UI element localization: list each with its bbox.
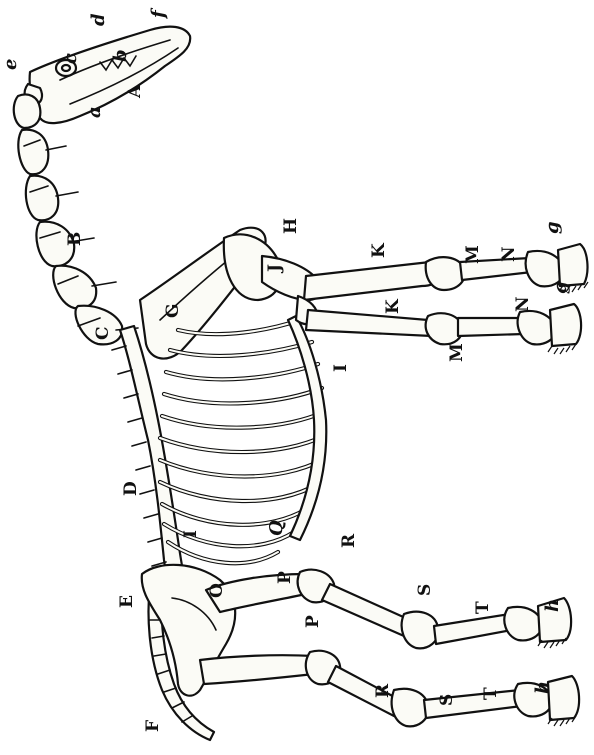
label-P-far: P	[303, 615, 323, 628]
foreleg-far	[296, 296, 581, 354]
label-A: A	[125, 84, 145, 99]
ribcage	[160, 316, 326, 563]
label-G: G	[163, 303, 183, 318]
label-h-near: h	[542, 599, 563, 612]
label-S-far: S	[437, 694, 457, 706]
label-b: b	[110, 49, 131, 62]
label-N-near: N	[499, 246, 519, 262]
label-T-far: T	[481, 687, 501, 700]
label-c: c	[60, 53, 81, 64]
label-H: H	[281, 218, 301, 234]
label-I-ribs: I	[331, 364, 351, 372]
label-M-near: M	[463, 245, 483, 264]
label-a: a	[84, 106, 105, 118]
label-C: C	[93, 326, 113, 340]
label-h-far: h	[532, 681, 553, 694]
hindleg-near	[206, 570, 571, 649]
label-K-far: K	[383, 298, 403, 314]
label-T-near: T	[473, 601, 493, 614]
scapula	[140, 228, 281, 359]
label-F: F	[143, 720, 163, 732]
label-R-near: R	[339, 533, 359, 548]
label-I-spine: I	[181, 530, 201, 538]
label-g-near: g	[542, 221, 563, 234]
skull	[25, 27, 191, 123]
foreleg-near	[262, 244, 588, 300]
label-B: B	[65, 232, 85, 246]
label-e: e	[0, 59, 21, 70]
label-R-far: R	[373, 683, 393, 698]
label-g-far: g	[550, 281, 571, 294]
label-O: O	[207, 583, 227, 598]
label-S-near: S	[415, 584, 435, 596]
label-N-far: N	[513, 296, 533, 312]
label-P-near: P	[275, 571, 295, 584]
label-d: d	[88, 13, 109, 26]
label-f: f	[148, 7, 169, 20]
label-D: D	[121, 481, 141, 496]
cervical-vertebrae	[14, 95, 138, 345]
label-E: E	[117, 595, 137, 608]
label-M-far: M	[447, 343, 467, 362]
label-Q: Q	[266, 520, 287, 536]
label-J: J	[265, 264, 285, 274]
label-K-near: K	[369, 242, 389, 258]
